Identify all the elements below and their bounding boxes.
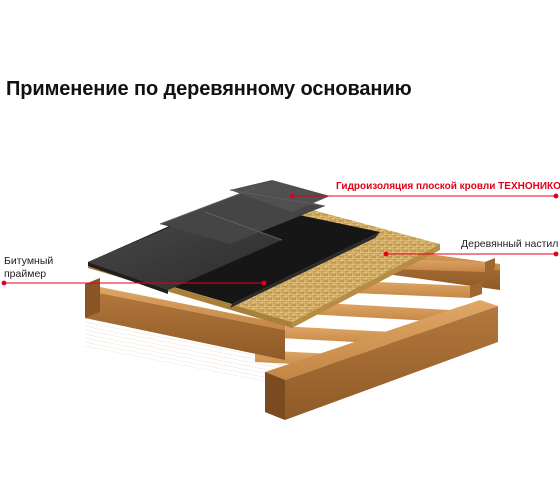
- membrane-label: Гидроизоляция плоской кровли ТЕХНОНИКОЛЬ: [336, 181, 560, 192]
- primer-label: Битумный праймер: [4, 255, 53, 281]
- callout-lines: [1, 193, 559, 286]
- support-post: [265, 372, 285, 420]
- support-beam-left: [85, 278, 285, 386]
- primer-label-line2: праймер: [4, 268, 47, 280]
- waterproofing-membrane: [88, 180, 330, 294]
- primer-label-line1: Битумный: [4, 255, 54, 267]
- deck-label: Деревянный настил: [461, 238, 559, 250]
- page-title: Применение по деревянному основанию: [6, 78, 412, 100]
